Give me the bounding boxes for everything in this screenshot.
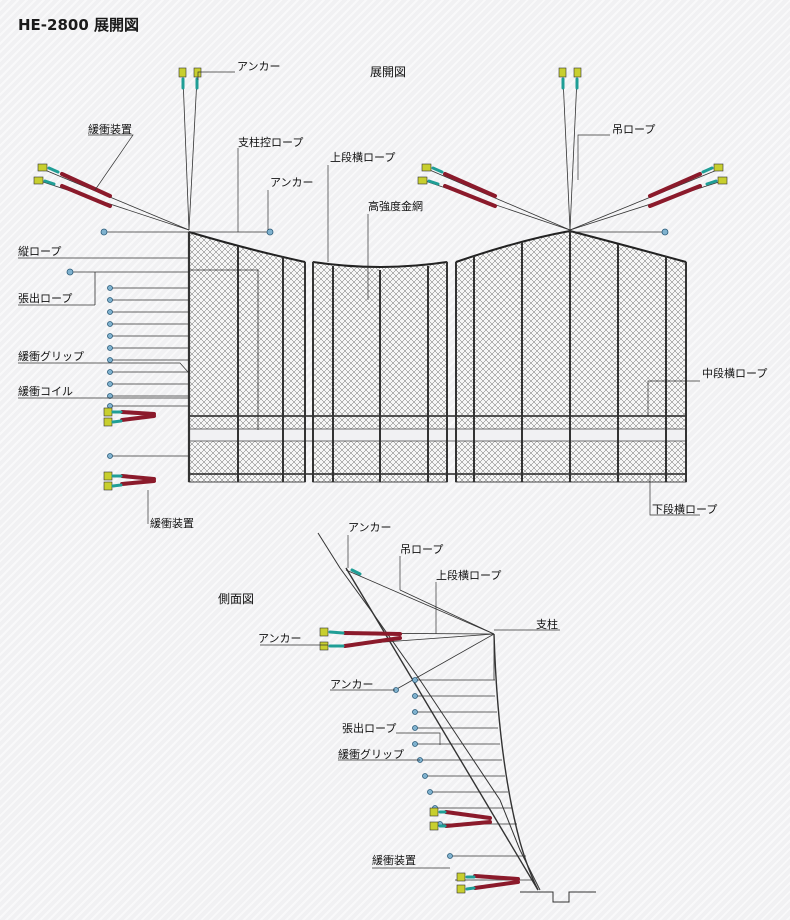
- net-panel-left: [188, 231, 306, 483]
- lower-horizontal-rope-label: 下段横ロープ: [652, 502, 717, 516]
- side-anchor-connectors: [328, 568, 476, 891]
- side-post-label: 支柱: [536, 617, 558, 631]
- side-view-title: 側面図: [218, 592, 254, 606]
- shock-device-label-bottom: 緩衝装置: [150, 516, 194, 530]
- hanging-rope-label: 吊ロープ: [612, 123, 655, 136]
- shock-grip-label: 緩衝グリップ: [18, 349, 84, 363]
- side-tension-rope-label: 張出ロープ: [342, 721, 396, 735]
- ground-base: [520, 891, 596, 903]
- shock-coil-label: 緩衝コイル: [18, 384, 73, 398]
- shock-absorbers: [60, 172, 702, 486]
- post-guy-rope-label: 支柱控ロープ: [238, 135, 303, 149]
- side-view: 側面図 アンカー 吊ロープ 上段横ロープ 支柱 アンカー アンカー 張出ロープ …: [218, 521, 596, 903]
- side-upper-horizontal-rope-label: 上段横ロープ: [436, 568, 501, 582]
- side-shock-absorbers: [343, 631, 520, 890]
- tension-ropes: [72, 269, 259, 457]
- net-posts: [187, 231, 687, 482]
- side-hanging-rope-label: 吊ロープ: [400, 543, 443, 556]
- tension-rope-label: 張出ロープ: [18, 291, 72, 305]
- anchor-connectors: [43, 77, 718, 488]
- leader-lines: [18, 71, 700, 524]
- slope-line: [317, 532, 541, 891]
- anchor-balls: [100, 228, 669, 236]
- anchor-label-top: アンカー: [237, 60, 281, 73]
- expanded-labels: 展開図 アンカー 緩衝装置 支柱控ロープ 上段横ロープ アンカー 高強度金網 吊…: [18, 60, 767, 530]
- side-rope-balls: [393, 677, 453, 859]
- side-leader-lines: [260, 535, 560, 869]
- anchor-label-mid: アンカー: [270, 176, 314, 189]
- side-anchor-tags: [319, 627, 466, 894]
- expanded-view: 展開図 アンカー 緩衝装置 支柱控ロープ 上段横ロープ アンカー 高強度金網 吊…: [18, 60, 767, 530]
- tension-rope-balls: [66, 268, 113, 459]
- side-anchor-label-left: アンカー: [258, 632, 302, 645]
- side-anchor-label-top: アンカー: [348, 521, 392, 534]
- side-post: [345, 567, 539, 891]
- side-labels: 側面図 アンカー 吊ロープ 上段横ロープ 支柱 アンカー アンカー 張出ロープ …: [218, 521, 558, 867]
- side-anchor-label-mid: アンカー: [330, 678, 374, 691]
- side-shock-grip-label: 緩衝グリップ: [338, 747, 404, 761]
- side-net: [493, 633, 539, 891]
- upper-horizontal-rope-label: 上段横ロープ: [330, 150, 395, 164]
- middle-horizontal-rope-label: 中段横ロープ: [702, 366, 767, 380]
- side-shock-device-label: 緩衝装置: [372, 853, 416, 867]
- expanded-view-title: 展開図: [370, 65, 406, 79]
- shock-device-label-top: 緩衝装置: [88, 122, 132, 136]
- anchor-tags: [33, 67, 728, 491]
- high-strength-net-label: 高強度金網: [368, 199, 423, 213]
- page-title: HE-2800 展開図: [18, 16, 139, 34]
- vertical-rope-label: 縦ロープ: [18, 245, 61, 258]
- net-panels: [188, 229, 687, 483]
